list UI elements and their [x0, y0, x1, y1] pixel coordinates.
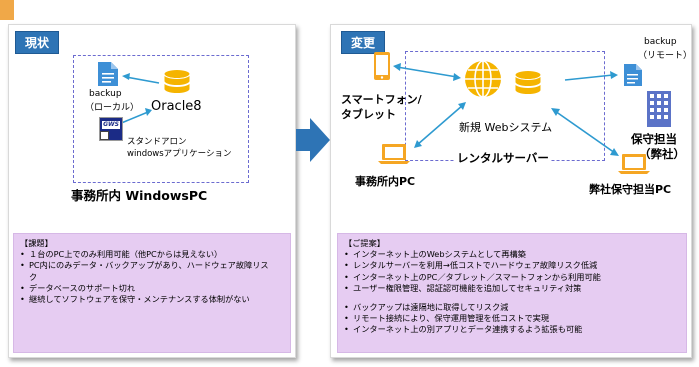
- right-connector-arrows: [393, 63, 619, 156]
- proposal-item: インターネット上のPC／タブレット／スマートフォンから利用可能: [344, 272, 680, 283]
- standalone-label-1: スタンドアロン: [127, 137, 187, 147]
- maintenance-label-2: （弊社）: [639, 147, 685, 161]
- laptop-icon: [618, 154, 650, 174]
- database-icon: [514, 70, 542, 95]
- windows-pc-caption: 事務所内 WindowsPC: [71, 188, 208, 203]
- proposal-item: バックアップは遠隔地に取得してリスク減: [344, 302, 680, 313]
- building-icon: [647, 91, 671, 127]
- issues-box: 【課題】 １台のPC上でのみ利用可能（他PCからは見えない） PC内にのみデータ…: [13, 233, 291, 353]
- maintenance-pc-label: 弊社保守担当PC: [589, 183, 672, 196]
- change-tag: 変更: [341, 31, 386, 54]
- globe-icon: [465, 60, 501, 98]
- backup-remote-label-2: （リモート）: [638, 51, 693, 61]
- app-icon: GWS: [99, 117, 123, 141]
- current-tag: 現状: [15, 31, 60, 54]
- backup-local-label-1: backup: [89, 89, 122, 99]
- transition-arrow: [296, 118, 330, 162]
- issue-item-continued: ク: [29, 271, 38, 282]
- proposal-item: インターネット上の別アプリとデータ連携するよう拡張も可能: [344, 324, 680, 335]
- web-system-label: 新規 Webシステム: [459, 121, 553, 134]
- issue-item: データベースのサポート切れ: [20, 283, 284, 294]
- document-icon: [624, 64, 642, 86]
- proposal-item: レンタルサーバーを利用→低コストでハードウェア故障リスク低減: [344, 260, 680, 271]
- proposal-box: 【ご提案】 インターネット上のWebシステムとして再構築 レンタルサーバーを利用…: [337, 233, 687, 353]
- smartphone-icon: [374, 52, 390, 80]
- issue-item: １台のPC上でのみ利用可能（他PCからは見えない）: [20, 249, 284, 260]
- proposal-item: リモート接続により、保守運用管理を低コストで実現: [344, 313, 680, 324]
- current-state-panel: 現状 backup （ローカル） Oracle8 GWS: [8, 24, 296, 358]
- backup-local-label-2: （ローカル）: [85, 103, 140, 113]
- proposal-item: インターネット上のWebシステムとして再構築: [344, 249, 680, 260]
- maintenance-label-1: 保守担当: [631, 132, 677, 146]
- issue-item: 継続してソフトウェアを保守・メンテナンスする体制がない: [20, 294, 284, 305]
- backup-remote-label-1: backup: [644, 37, 677, 47]
- issues-title: 【課題】: [20, 238, 53, 248]
- laptop-icon: [378, 144, 410, 164]
- smartphone-label-2: タブレット: [341, 108, 396, 121]
- corner-accent: [0, 0, 14, 20]
- proposal-title: 【ご提案】: [344, 238, 385, 248]
- document-icon: [98, 62, 118, 86]
- windows-pc-boundary: [73, 55, 249, 183]
- database-icon: [163, 69, 191, 94]
- proposed-state-panel: 変更 スマートフォン/ タブレット 新規 Webシ: [330, 24, 692, 358]
- issue-item: PC内にのみデータ・バックアップがあり、ハードウェア故障リス: [20, 260, 284, 271]
- oracle-label: Oracle8: [151, 99, 202, 114]
- proposal-item: ユーザー権限管理、認証認可機能を追加してセキュリティ対策: [344, 283, 680, 294]
- left-connector-arrows: [118, 73, 160, 125]
- smartphone-label-1: スマートフォン/: [341, 93, 422, 106]
- standalone-label-2: windowsアプリケーション: [127, 149, 232, 159]
- rental-server-label: レンタルサーバー: [455, 150, 551, 166]
- office-pc-label: 事務所内PC: [355, 175, 416, 188]
